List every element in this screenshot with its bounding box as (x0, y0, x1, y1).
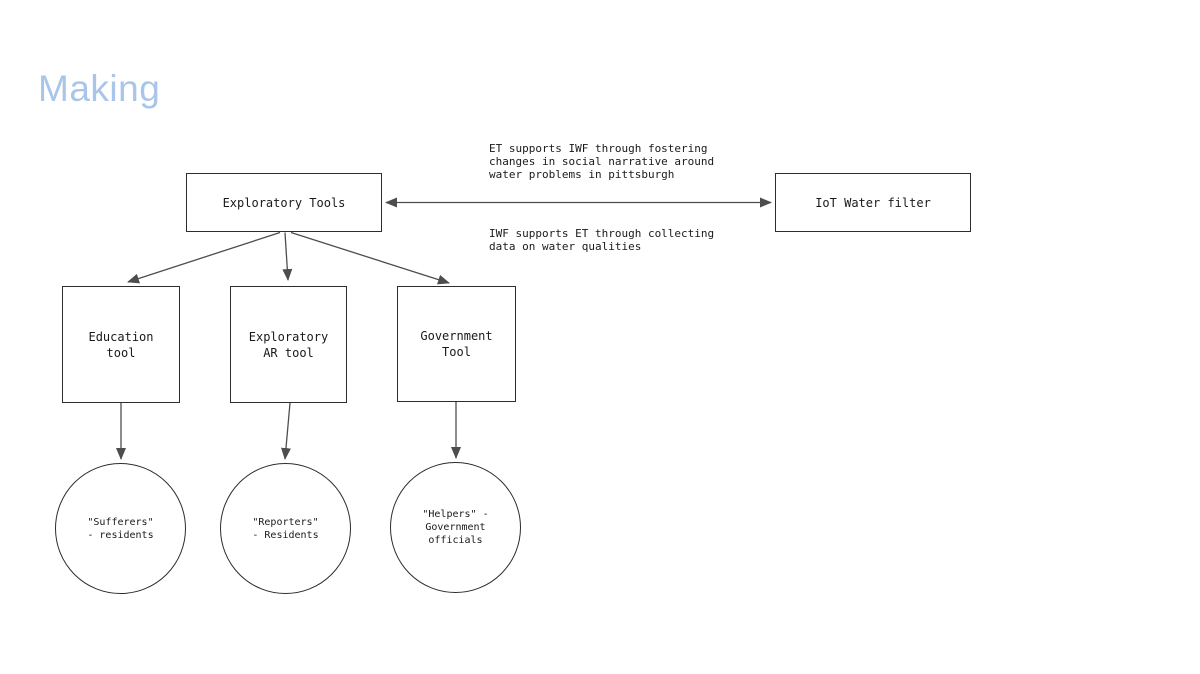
page-title: Making (38, 68, 161, 109)
node-label: IoT Water filter (815, 195, 931, 210)
node-reporters-residents: "Reporters" - Residents (220, 463, 351, 594)
annotation-iwf-supports-et: IWF supports ET through collecting data … (489, 227, 715, 253)
node-label: Exploratory AR tool (248, 329, 329, 360)
annotation-et-supports-iwf: ET supports IWF through fostering change… (489, 142, 715, 181)
node-label: Government Tool (420, 329, 493, 359)
node-education-tool: Education tool (62, 286, 180, 403)
node-label: "Reporters" - Residents (252, 516, 319, 541)
node-government-tool: Government Tool (397, 286, 516, 402)
arrow-ar-to-reporters (280, 402, 291, 460)
arrow-root-to-education (127, 231, 281, 284)
arrow-root-to-ar (282, 232, 293, 281)
node-label: "Helpers" - Government officials (422, 509, 489, 546)
node-sufferers-residents: "Sufferers" - residents (55, 463, 186, 594)
node-exploratory-ar-tool: Exploratory AR tool (230, 286, 347, 403)
node-exploratory-tools: Exploratory Tools (186, 173, 382, 232)
arrow-root-to-government (290, 231, 450, 285)
node-label: Education tool (88, 329, 154, 360)
node-label: "Sufferers" - residents (87, 516, 154, 541)
node-label: Exploratory Tools (222, 195, 346, 210)
node-helpers-government-officials: "Helpers" - Government officials (390, 462, 521, 593)
node-iot-water-filter: IoT Water filter (775, 173, 971, 232)
